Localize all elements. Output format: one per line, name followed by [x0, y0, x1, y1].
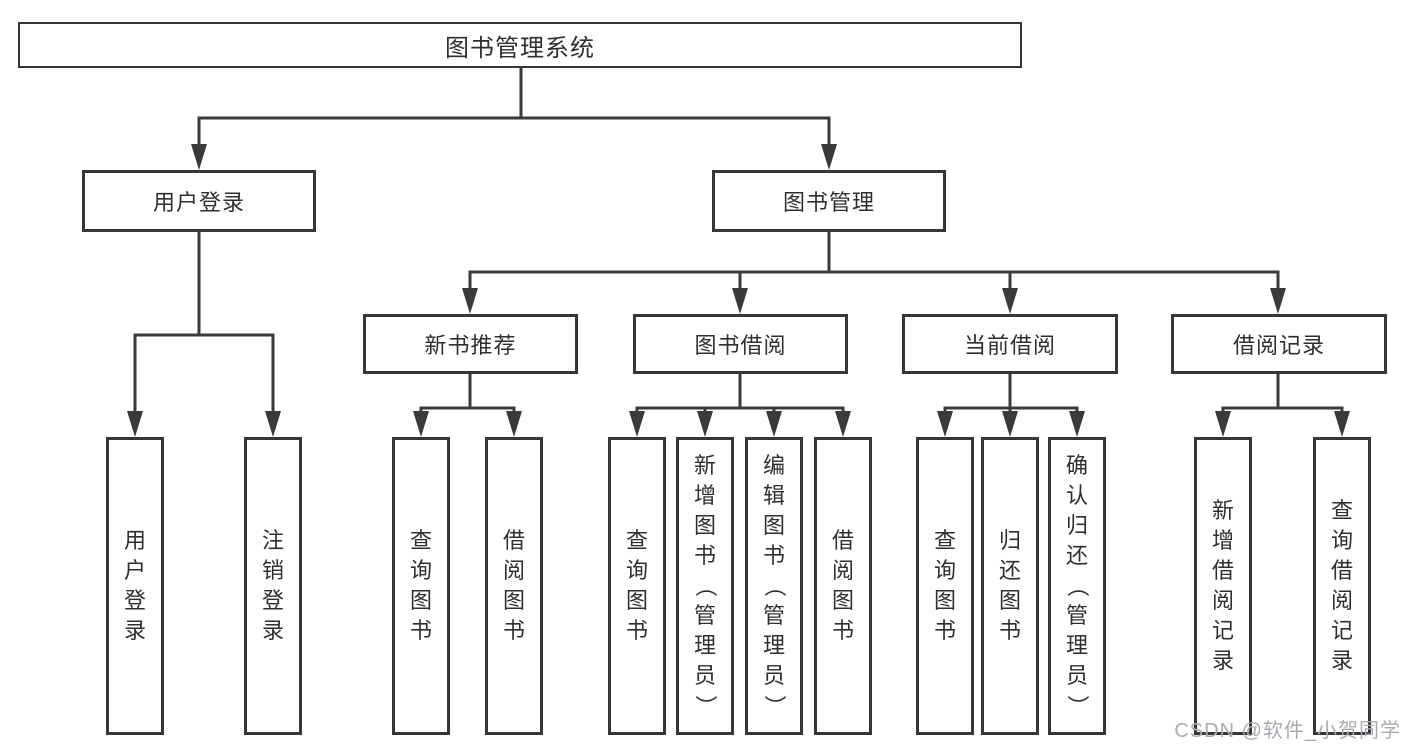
- node-borrow-record: 借阅记录: [1171, 314, 1387, 374]
- leaf-add-borrow-record: 新增借阅记录: [1194, 437, 1252, 735]
- leaf-query-book-current: 查询图书: [916, 437, 974, 735]
- leaf-query-book-recommend: 查询图书: [392, 437, 450, 735]
- node-new-book-recommend: 新书推荐: [363, 314, 578, 374]
- leaf-edit-book-admin-label: 编辑图书（管理员）: [761, 453, 787, 718]
- node-book-borrow: 图书借阅: [633, 314, 848, 374]
- leaf-confirm-return-admin-label: 确认归还（管理员）: [1064, 453, 1090, 718]
- leaf-add-book-admin: 新增图书（管理员）: [676, 437, 734, 735]
- node-new-book-recommend-label: 新书推荐: [424, 333, 517, 358]
- leaf-edit-book-admin: 编辑图书（管理员）: [745, 437, 803, 735]
- leaf-user-login: 用户登录: [106, 437, 164, 735]
- leaf-query-book-current-label: 查询图书: [933, 528, 956, 643]
- node-book-borrow-label: 图书借阅: [694, 333, 787, 358]
- node-current-borrow-label: 当前借阅: [963, 333, 1056, 358]
- leaf-add-borrow-record-label: 新增借阅记录: [1211, 498, 1234, 673]
- leaf-query-borrow-record-label: 查询借阅记录: [1330, 498, 1353, 673]
- csdn-watermark: CSDN @软件_小贺同学: [1174, 720, 1401, 742]
- leaf-borrow-book-label: 借阅图书: [831, 528, 854, 643]
- node-book-management-label: 图书管理: [782, 190, 875, 215]
- leaf-logout-label: 注销登录: [261, 528, 284, 643]
- leaf-return-book: 归还图书: [981, 437, 1039, 735]
- leaf-query-book-borrow: 查询图书: [608, 437, 666, 735]
- leaf-logout: 注销登录: [244, 437, 302, 735]
- node-library-system: 图书管理系统: [18, 22, 1022, 68]
- node-user-login: 用户登录: [82, 170, 316, 232]
- leaf-borrow-book-recommend-label: 借阅图书: [502, 528, 525, 643]
- leaf-borrow-book-recommend: 借阅图书: [485, 437, 543, 735]
- node-library-system-label: 图书管理系统: [445, 34, 595, 62]
- leaf-query-book-recommend-label: 查询图书: [409, 528, 432, 643]
- leaf-user-login-label: 用户登录: [123, 528, 146, 643]
- leaf-query-book-borrow-label: 查询图书: [625, 528, 648, 643]
- node-borrow-record-label: 借阅记录: [1232, 333, 1325, 358]
- node-user-login-label: 用户登录: [152, 190, 245, 215]
- leaf-confirm-return-admin: 确认归还（管理员）: [1048, 437, 1106, 735]
- leaf-add-book-admin-label: 新增图书（管理员）: [692, 453, 718, 718]
- node-book-management: 图书管理: [712, 170, 946, 232]
- leaf-return-book-label: 归还图书: [998, 528, 1021, 643]
- leaf-borrow-book: 借阅图书: [814, 437, 872, 735]
- leaf-query-borrow-record: 查询借阅记录: [1313, 437, 1371, 735]
- node-current-borrow: 当前借阅: [902, 314, 1118, 374]
